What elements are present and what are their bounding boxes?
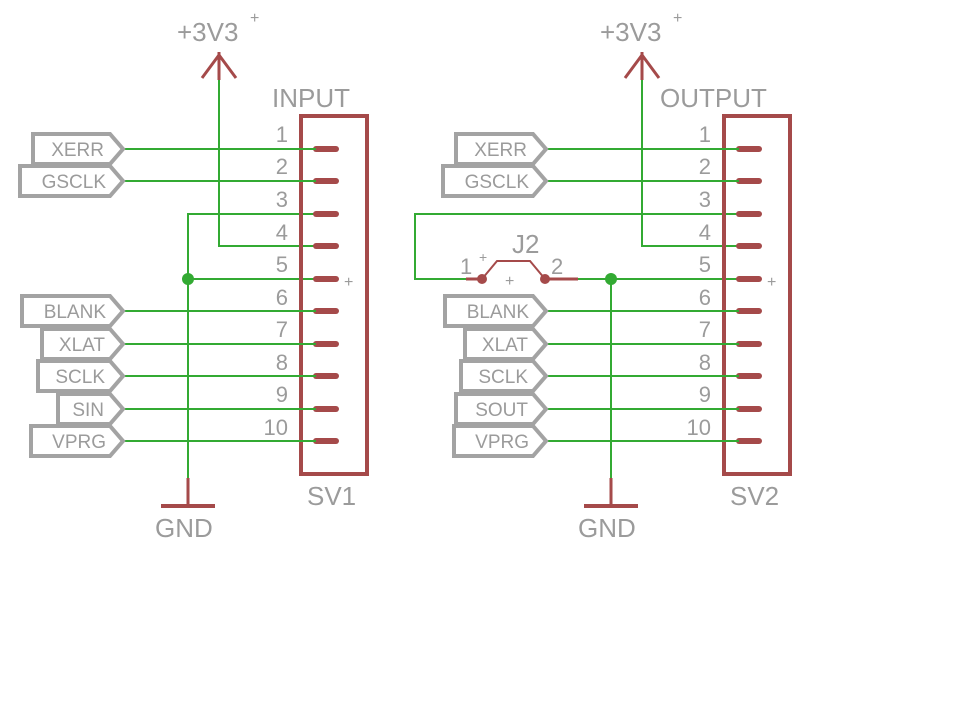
sv1-pin-number: 2 bbox=[276, 154, 288, 179]
sv1-origin-mark: + bbox=[344, 274, 353, 291]
sv2-net-tag-text: SCLK bbox=[478, 367, 528, 388]
sv2-pin-number: 7 bbox=[699, 317, 711, 342]
sv1-net-tag-gsclk: GSCLK bbox=[18, 164, 126, 198]
sv2-name: SV2 bbox=[730, 481, 779, 511]
sv1-power-wire bbox=[218, 80, 316, 247]
sv1-net-tag-text: BLANK bbox=[44, 302, 107, 323]
sv2-power-plus: + bbox=[673, 10, 682, 27]
sv1-net-tag-text: XERR bbox=[51, 140, 104, 161]
sv2-block: +3V3 + J2 1 2 + + GND bbox=[414, 10, 792, 543]
sv1-net-tag-vprg: VPRG bbox=[29, 424, 126, 458]
sv1-pins: 1 2 3 4 5 6 7 8 9 10 bbox=[264, 122, 339, 444]
sv1-title: INPUT bbox=[272, 83, 350, 113]
sv2-net-tag-text: VPRG bbox=[475, 432, 529, 453]
sv2-origin-mark: + bbox=[767, 274, 776, 291]
sv2-pin3-wire bbox=[414, 213, 739, 280]
sv2-power-wire bbox=[641, 80, 739, 247]
sv2-pins: 1 2 3 4 5 6 7 8 9 10 bbox=[687, 122, 762, 444]
sv2-junction-dot bbox=[605, 273, 617, 285]
sv2-net-tag-text: BLANK bbox=[467, 302, 530, 323]
sv2-pin-number: 4 bbox=[699, 220, 711, 245]
sv1-net-tag-text: XLAT bbox=[59, 335, 106, 356]
sv1-net-tag-text: GSCLK bbox=[42, 172, 107, 193]
sv2-net-tag-vprg: VPRG bbox=[452, 424, 549, 458]
sv1-pin-number: 8 bbox=[276, 350, 288, 375]
sv1-pin-number: 6 bbox=[276, 285, 288, 310]
sv1-net-tag-text: SIN bbox=[72, 400, 104, 421]
sv1-pin-number: 4 bbox=[276, 220, 288, 245]
jumper-origin-mark: + bbox=[505, 273, 514, 290]
jumper-name: J2 bbox=[512, 229, 539, 259]
sv2-net-tag-blank: BLANK bbox=[443, 294, 549, 328]
sv1-pin-number: 1 bbox=[276, 122, 288, 147]
sv1-net-tag-xlat: XLAT bbox=[40, 327, 126, 361]
sv1-pin-number: 9 bbox=[276, 382, 288, 407]
sv1-net-tag-sclk: SCLK bbox=[36, 359, 126, 393]
sv2-ground-symbol: GND bbox=[578, 478, 638, 543]
sv2-net-tag-text: XERR bbox=[474, 140, 527, 161]
sv1-pin-number: 7 bbox=[276, 317, 288, 342]
sv2-pin-number: 8 bbox=[699, 350, 711, 375]
sv2-net-tag-xlat: XLAT bbox=[463, 327, 549, 361]
sv1-net-tag-text: VPRG bbox=[52, 432, 106, 453]
sv1-net-tag-text: SCLK bbox=[55, 367, 105, 388]
sv2-ground-label: GND bbox=[578, 513, 636, 543]
sv1-power-plus: + bbox=[250, 10, 259, 27]
sv2-body bbox=[722, 114, 792, 476]
sv1-block: +3V3 + GND INPUT SV1 + bbox=[18, 10, 369, 543]
sv1-ground-label: GND bbox=[155, 513, 213, 543]
sv1-body bbox=[299, 114, 369, 476]
sv2-power-symbol: +3V3 + bbox=[600, 10, 682, 80]
sv2-net-tag-text: GSCLK bbox=[465, 172, 530, 193]
sv1-net-tag-xerr: XERR bbox=[31, 132, 126, 166]
sv2-net-tag-sout: SOUT bbox=[454, 392, 549, 426]
sv2-power-label: +3V3 bbox=[600, 17, 661, 47]
sv1-junction-dot bbox=[182, 273, 194, 285]
sv1-net-tag-sin: SIN bbox=[56, 392, 126, 426]
sv2-pin-number: 9 bbox=[699, 382, 711, 407]
sv2-net-tag-text: SOUT bbox=[475, 400, 528, 421]
sv1-ground-symbol: GND bbox=[155, 478, 215, 543]
sv2-net-tag-text: XLAT bbox=[482, 335, 529, 356]
jumper-pin-2-label: 2 bbox=[551, 254, 563, 279]
sv1-pin-number: 10 bbox=[264, 415, 288, 440]
sv2-pin-number: 6 bbox=[699, 285, 711, 310]
sv2-net-tag-sclk: SCLK bbox=[459, 359, 549, 393]
sv2-net-tag-gsclk: GSCLK bbox=[441, 164, 549, 198]
sv1-power-symbol: +3V3 + bbox=[177, 10, 259, 80]
jumper-j2: J2 1 2 + + bbox=[460, 229, 578, 290]
sv1-pin-number: 3 bbox=[276, 187, 288, 212]
jumper-name-mark: + bbox=[479, 249, 487, 265]
sv2-title: OUTPUT bbox=[660, 83, 767, 113]
jumper-pin-1-label: 1 bbox=[460, 254, 472, 279]
sv2-pin-number: 1 bbox=[699, 122, 711, 147]
sv2-pin-number: 3 bbox=[699, 187, 711, 212]
sv1-pin-number: 5 bbox=[276, 252, 288, 277]
jumper-pin-2 bbox=[540, 274, 550, 284]
sv1-gnd-wire bbox=[187, 213, 316, 505]
sv1-net-tag-blank: BLANK bbox=[20, 294, 126, 328]
sv1-power-label: +3V3 bbox=[177, 17, 238, 47]
sv2-pin-number: 10 bbox=[687, 415, 711, 440]
sv2-pin-number: 5 bbox=[699, 252, 711, 277]
sv2-net-tag-xerr: XERR bbox=[454, 132, 549, 166]
sv1-name: SV1 bbox=[307, 481, 356, 511]
sv2-pin-number: 2 bbox=[699, 154, 711, 179]
